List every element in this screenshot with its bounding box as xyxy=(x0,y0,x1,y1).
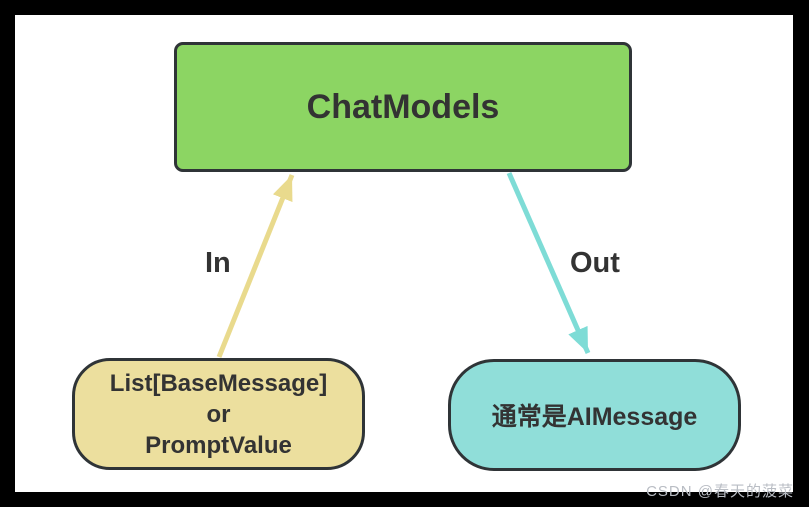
output-node: 通常是AIMessage xyxy=(448,359,741,471)
chatmodels-node: ChatModels xyxy=(174,42,632,172)
output-node-label: 通常是AIMessage xyxy=(491,403,698,431)
input-node-line-3: PromptValue xyxy=(145,431,292,459)
chatmodels-label: ChatModels xyxy=(306,87,500,126)
in-arrow-label: In xyxy=(205,247,231,279)
input-node-line-2: or xyxy=(206,400,231,428)
out-arrow-label: Out xyxy=(570,247,620,279)
input-node: List[BaseMessage] or PromptValue xyxy=(72,358,365,470)
input-node-line-1: List[BaseMessage] xyxy=(109,369,328,397)
watermark: CSDN @春天的菠菜 xyxy=(646,483,794,500)
